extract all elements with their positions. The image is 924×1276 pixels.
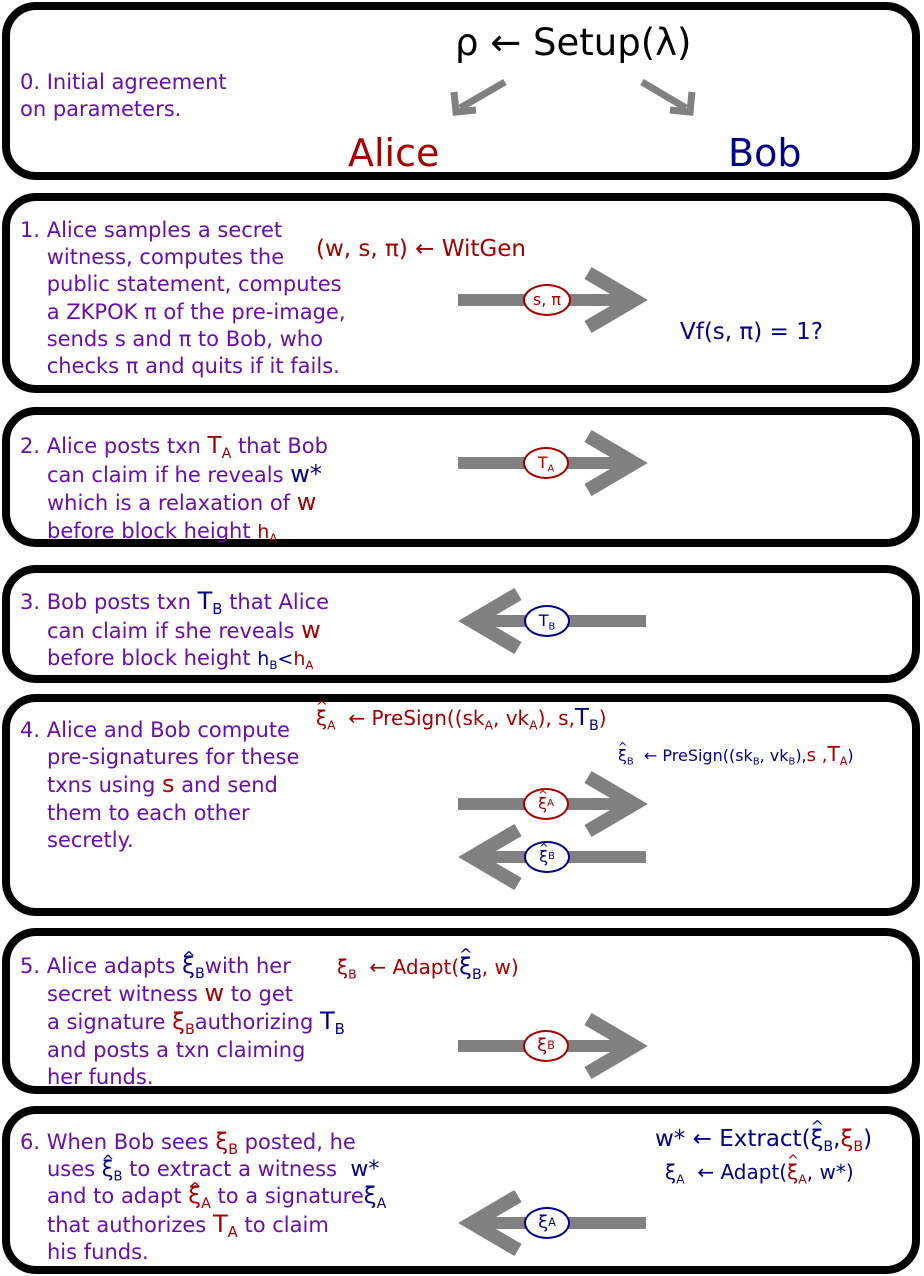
step2-w: w <box>296 488 317 516</box>
step2-line1b: that Bob <box>238 434 328 458</box>
step6-panel <box>2 1106 920 1274</box>
step2-h: hA <box>257 520 278 545</box>
step2-line1: 2. Alice posts txn <box>20 434 201 458</box>
step4-token-alice: ξA <box>523 788 569 820</box>
step3-line2: can claim if she reveals <box>47 618 295 643</box>
step2-line4: before block height <box>47 518 251 543</box>
step4-token-bob: ξB <box>524 841 570 873</box>
step2-T: TA <box>207 433 232 462</box>
step2-wstar: w* <box>290 459 322 488</box>
setup-arrow-right <box>640 78 696 116</box>
step2-token-label: TA <box>537 453 555 475</box>
setup-panel <box>2 2 920 180</box>
step6-adapt: ξA ← Adapt(ξA, w*) <box>665 1154 854 1185</box>
step3-token: TB <box>524 605 570 637</box>
step4-s: s <box>162 770 175 799</box>
step2-token: TA <box>523 447 569 479</box>
step3-line1: 3. Bob posts txn <box>20 590 191 614</box>
step1-witgen: (w, s, π) ← WitGen <box>316 236 526 262</box>
step1-token: s, π <box>523 284 571 316</box>
setup-arrow-left <box>450 78 507 116</box>
step3-text: 3. Bob posts txn TB that Alice can claim… <box>20 587 330 674</box>
step3-line1b: that Alice <box>229 590 330 614</box>
step3-hB: hB <box>257 648 278 673</box>
step6-text: 6. When Bob sees ξB posted, he uses ξB t… <box>20 1129 386 1266</box>
alice-label: Alice <box>348 131 440 175</box>
step1-verify: Vf(s, π) = 1? <box>680 319 823 345</box>
step2-panel <box>2 407 920 547</box>
step4-presign-bob: ξB ← PreSign((skB, vkB),s ,TA) <box>618 742 854 767</box>
bob-label: Bob <box>728 131 802 175</box>
step3-line3: before block height <box>47 646 251 670</box>
step1-panel <box>2 193 920 393</box>
step2-line2: can claim if he reveals <box>47 462 284 487</box>
step3-hA: hA <box>293 648 314 673</box>
step2-line3: which is a relaxation of <box>47 491 291 515</box>
step3-lt: < <box>277 648 294 670</box>
step2-text: 2. Alice posts txn TA that Bob can claim… <box>20 433 328 546</box>
step3-T: TB <box>197 587 223 619</box>
step3-panel <box>2 565 920 683</box>
step1-token-label: s, π <box>532 290 562 309</box>
step5-text: 5. Alice adapts ξBwith her secret witnes… <box>20 944 345 1091</box>
setup-formula: ρ ← Setup(λ) <box>455 21 692 64</box>
step1-text: 1. Alice samples a secret witness, compu… <box>20 218 346 379</box>
step6-extract: w* ← Extract(ξB,ξB) <box>655 1119 872 1154</box>
step3-token-label: TB <box>538 611 556 633</box>
step3-w: w <box>301 615 321 644</box>
setup-step-text: 0. Initial agreement on parameters. <box>20 70 227 121</box>
step4-presign-alice: ξA ← PreSign((skA, vkA), s,TB) <box>316 700 607 733</box>
step5-adapt: ξB ← Adapt(ξB, w) <box>337 947 519 982</box>
step4-text: 4. Alice and Bob compute pre-signatures … <box>20 718 300 852</box>
